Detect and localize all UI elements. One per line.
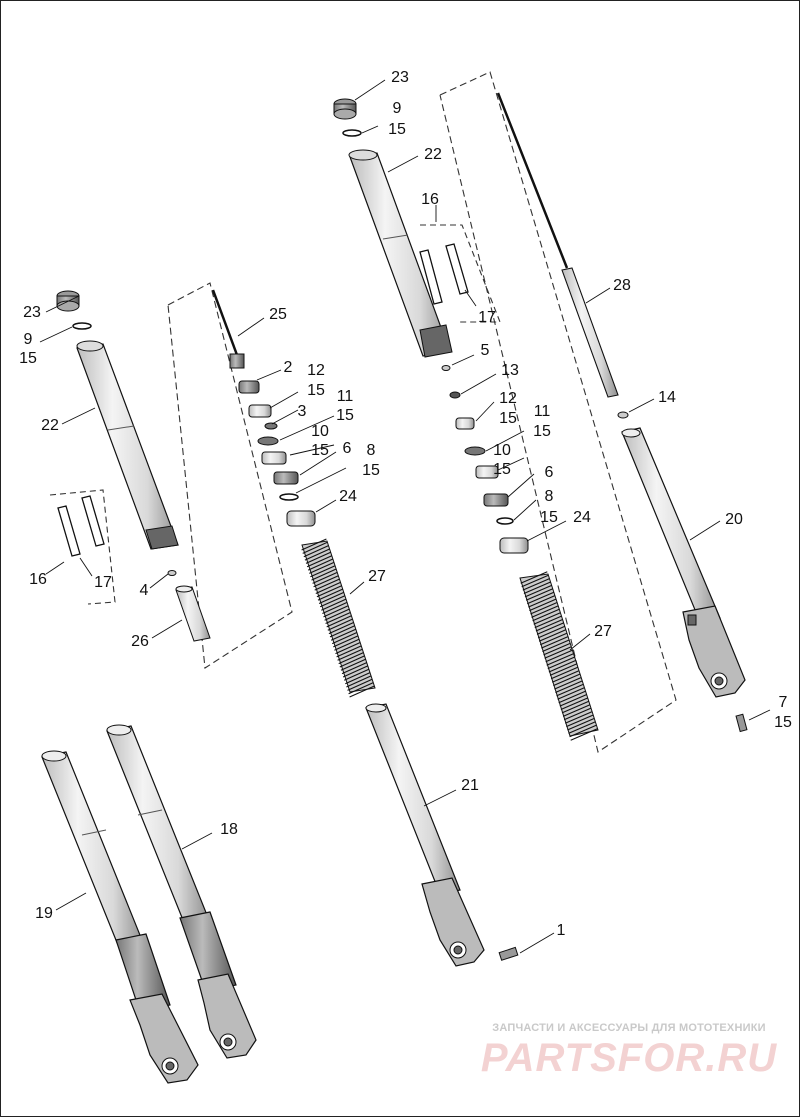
ring-5: [441, 365, 451, 371]
callout-12-right: 12: [499, 390, 517, 407]
ring-4: [167, 570, 177, 576]
fork-tube-left: [76, 340, 179, 550]
ring-14: [617, 411, 629, 419]
o-ring-left: [72, 322, 92, 330]
callout-13: 13: [501, 362, 519, 379]
callout-21: 21: [461, 777, 479, 794]
callout-11-left: 11: [336, 388, 354, 405]
bushing-pair-left: [57, 495, 105, 557]
o-ring-right: [342, 129, 362, 137]
dashed-group-bushing-right: [420, 224, 501, 323]
callout-11-right: 11: [533, 403, 551, 420]
callout-1: 1: [556, 922, 566, 939]
bushing-pair-right: [419, 243, 469, 305]
callout-8-right: 8: [544, 488, 554, 505]
callout-23-left: 23: [23, 304, 41, 321]
callout-15-right-d: 15: [493, 461, 511, 478]
fork-cap-right: [333, 98, 357, 120]
callout-17-right: 17: [478, 309, 496, 326]
callout-15-right: 15: [388, 121, 406, 138]
callout-2: 2: [283, 359, 293, 376]
bolt-7: [735, 713, 748, 733]
spring-right: [519, 571, 599, 741]
callout-15-left: 15: [19, 350, 37, 367]
spring-left: [301, 538, 376, 698]
callout-17-left: 17: [94, 574, 112, 591]
dashed-group-right: [439, 71, 677, 753]
callout-24-right: 24: [573, 509, 591, 526]
callout-6-left: 6: [342, 440, 352, 457]
callout-10-left: 10: [311, 423, 329, 440]
callout-9-left: 9: [23, 331, 33, 348]
callout-9-right: 9: [392, 100, 402, 117]
fork-assembly-19: [41, 750, 199, 1084]
callout-25: 25: [269, 306, 287, 323]
callout-16-right: 16: [421, 191, 439, 208]
fork-tube-right: [348, 149, 453, 358]
valve-stack-right: [455, 417, 529, 554]
leader-lines: [39, 79, 771, 954]
callout-26: 26: [131, 633, 149, 650]
sleeve-26: [175, 585, 211, 642]
damper-rod: [496, 92, 619, 398]
bolt-1: [498, 946, 519, 961]
callout-22-left: 22: [41, 417, 59, 434]
callout-12-left: 12: [307, 362, 325, 379]
callout-15-right-c: 15: [533, 423, 551, 440]
callout-4: 4: [139, 582, 149, 599]
fork-slider-20: [621, 427, 746, 698]
callout-16-left: 16: [29, 571, 47, 588]
callout-6-right: 6: [544, 464, 554, 481]
fork-slider-21: [365, 703, 485, 967]
ring-13: [449, 391, 461, 399]
callout-24-left: 24: [339, 488, 357, 505]
callout-27-left: 27: [368, 568, 386, 585]
callout-15-right-b: 15: [499, 410, 517, 427]
callout-15-left-c: 15: [336, 407, 354, 424]
watermark-caption: ЗАПЧАСТИ И АКСЕССУАРЫ ДЛЯ МОТОТЕХНИКИ: [492, 1022, 766, 1034]
valve-stack-left: [238, 380, 316, 527]
callout-15-left-e: 15: [362, 462, 380, 479]
callout-14: 14: [658, 389, 676, 406]
dashed-group-left: [167, 282, 293, 669]
callout-3: 3: [297, 403, 307, 420]
watermark: ЗАПЧАСТИ И АКСЕССУАРЫ ДЛЯ МОТОТЕХНИКИ PA…: [470, 1022, 788, 1080]
callout-10-right: 10: [493, 442, 511, 459]
callout-5: 5: [480, 342, 490, 359]
callout-20: 20: [725, 511, 743, 528]
callout-15-left-d: 15: [311, 442, 329, 459]
fork-assembly-18: [106, 724, 257, 1059]
callout-8-left: 8: [366, 442, 376, 459]
callout-15-right-e: 15: [540, 509, 558, 526]
callout-22-right: 22: [424, 146, 442, 163]
callout-15-right-f: 15: [774, 714, 792, 731]
callout-19: 19: [35, 905, 53, 922]
callout-28: 28: [613, 277, 631, 294]
callout-27-right: 27: [594, 623, 612, 640]
callout-15-left-b: 15: [307, 382, 325, 399]
callout-7: 7: [778, 694, 788, 711]
cartridge-rod-25: [211, 289, 245, 369]
watermark-brand: PARTSFOR.RU: [480, 1036, 778, 1080]
callout-18: 18: [220, 821, 238, 838]
callout-23-right: 23: [391, 69, 409, 86]
